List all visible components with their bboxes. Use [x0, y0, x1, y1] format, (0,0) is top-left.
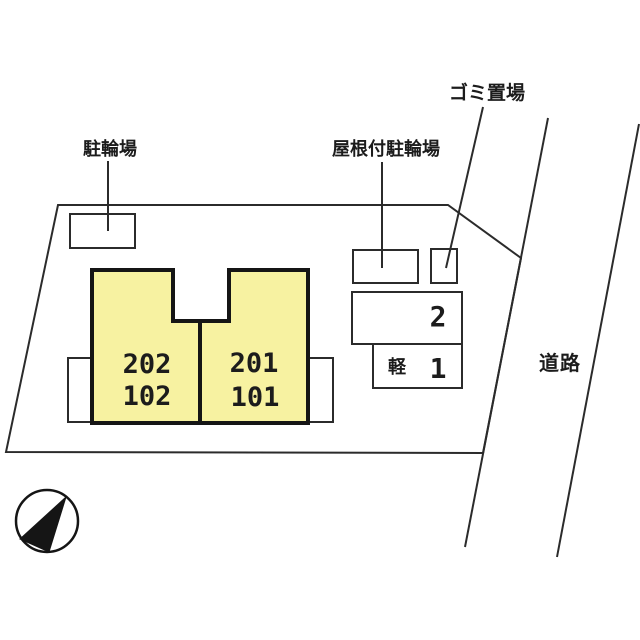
room-number-101: 101: [231, 382, 280, 413]
garbage-area: [430, 248, 458, 284]
bicycle-parking-label: 駐輪場: [83, 138, 137, 159]
road-edge-outer-line: [556, 123, 640, 558]
garbage-area-label: ゴミ置場: [449, 81, 525, 104]
parking-space-2-number: 2: [430, 300, 447, 333]
covered-bicycle-parking-area: [352, 249, 419, 284]
road-label: 道路: [539, 351, 581, 375]
road-edge-inner-line: [464, 117, 549, 548]
covered-bicycle-parking-label: 屋根付駐輪場: [332, 138, 440, 159]
room-number-202: 202: [123, 349, 172, 380]
parking-kei-label: 軽: [388, 356, 407, 377]
room-number-102: 102: [123, 381, 172, 412]
room-number-201: 201: [230, 348, 279, 379]
parking-space-1-number: 1: [430, 352, 447, 385]
north-arrow-icon: [14, 488, 80, 554]
parking-space-1: [372, 343, 463, 389]
garbage-area-leader-line: [445, 106, 484, 269]
compass-needle: [19, 495, 68, 553]
bicycle-parking-area: [69, 213, 136, 249]
right-balcony: [305, 357, 334, 423]
